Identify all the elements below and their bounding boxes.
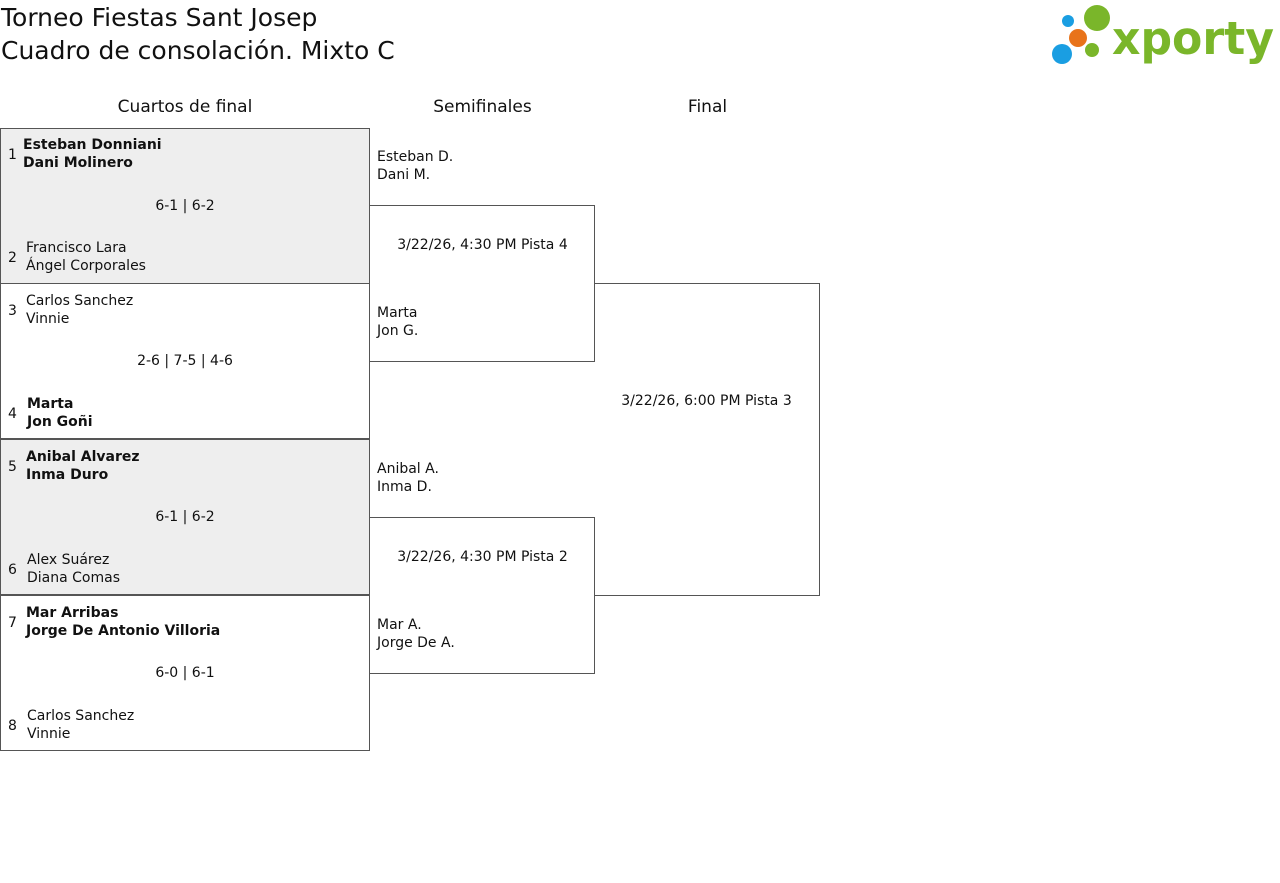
match-score: 6-1 | 6-2: [155, 198, 215, 214]
semifinal-team-name: Jorge De A.: [377, 635, 455, 651]
seed-number: 5: [8, 459, 17, 475]
round-header-quarterfinals: Cuartos de final: [117, 97, 253, 117]
team-name: Carlos Sanchez: [26, 293, 134, 309]
seed-number: 7: [8, 615, 17, 631]
semifinal-schedule: 3/22/26, 4:30 PM Pista 2: [397, 549, 568, 565]
semifinal-team-name: Dani M.: [377, 167, 431, 183]
xporty-logo: xporty: [1052, 5, 1274, 65]
match-score: 6-0 | 6-1: [155, 665, 215, 681]
team-name: Jorge De Antonio Villoria: [26, 623, 221, 639]
team-name: Mar Arribas: [26, 605, 119, 621]
seed-number: 1: [8, 147, 17, 163]
semifinal-team-name: Jon G.: [377, 323, 419, 339]
semifinal-schedule: 3/22/26, 4:30 PM Pista 4: [397, 237, 568, 253]
final-match[interactable]: [594, 283, 820, 596]
team-name: Dani Molinero: [23, 155, 133, 171]
team-name: Vinnie: [27, 726, 71, 742]
tournament-title: Torneo Fiestas Sant Josep: [1, 3, 318, 32]
team-name: Marta: [27, 396, 74, 412]
team-name: Anibal Alvarez: [26, 449, 140, 465]
team-name: Francisco Lara: [26, 240, 127, 256]
logo-dot-orange: [1069, 29, 1087, 47]
logo-dot-blue-large: [1052, 44, 1072, 64]
seed-number: 6: [8, 562, 17, 578]
team-name: Inma Duro: [26, 467, 109, 483]
team-name: Ángel Corporales: [26, 258, 146, 274]
semifinal-team-name: Mar A.: [377, 617, 422, 633]
quarterfinal-match-1[interactable]: 1 Esteban Donniani Dani Molinero 6-1 | 6…: [0, 128, 370, 284]
match-score: 6-1 | 6-2: [155, 509, 215, 525]
team-name: Jon Goñi: [27, 414, 93, 430]
round-header-semifinals: Semifinales: [433, 97, 532, 117]
seed-number: 2: [8, 250, 17, 266]
seed-number: 8: [8, 718, 17, 734]
logo-dot-green-large: [1084, 5, 1110, 31]
semifinal-team-name: Anibal A.: [377, 461, 439, 477]
team-name: Vinnie: [26, 311, 70, 327]
logo-wordmark: xporty: [1112, 12, 1274, 65]
quarterfinal-match-2[interactable]: 3 Carlos Sanchez Vinnie 2-6 | 7-5 | 4-6 …: [0, 283, 370, 439]
logo-dot-blue-small: [1062, 15, 1074, 27]
match-score: 2-6 | 7-5 | 4-6: [137, 353, 233, 369]
seed-number: 3: [8, 303, 17, 319]
semifinal-team-name: Inma D.: [377, 479, 432, 495]
team-name: Alex Suárez: [27, 552, 110, 568]
team-name: Diana Comas: [27, 570, 121, 586]
draw-subtitle: Cuadro de consolación. Mixto C: [1, 36, 395, 65]
team-name: Carlos Sanchez: [27, 708, 135, 724]
quarterfinal-match-3[interactable]: 5 Anibal Alvarez Inma Duro 6-1 | 6-2 6 A…: [0, 439, 370, 595]
seed-number: 4: [8, 406, 17, 422]
round-header-final: Final: [687, 97, 728, 117]
logo-dot-green-small: [1085, 43, 1099, 57]
semifinal-team-name: Esteban D.: [377, 149, 454, 165]
final-schedule: 3/22/26, 6:00 PM Pista 3: [621, 393, 792, 409]
quarterfinal-match-4[interactable]: 7 Mar Arribas Jorge De Antonio Villoria …: [0, 595, 370, 751]
team-name: Esteban Donniani: [23, 137, 162, 153]
semifinal-team-name: Marta: [377, 305, 418, 321]
